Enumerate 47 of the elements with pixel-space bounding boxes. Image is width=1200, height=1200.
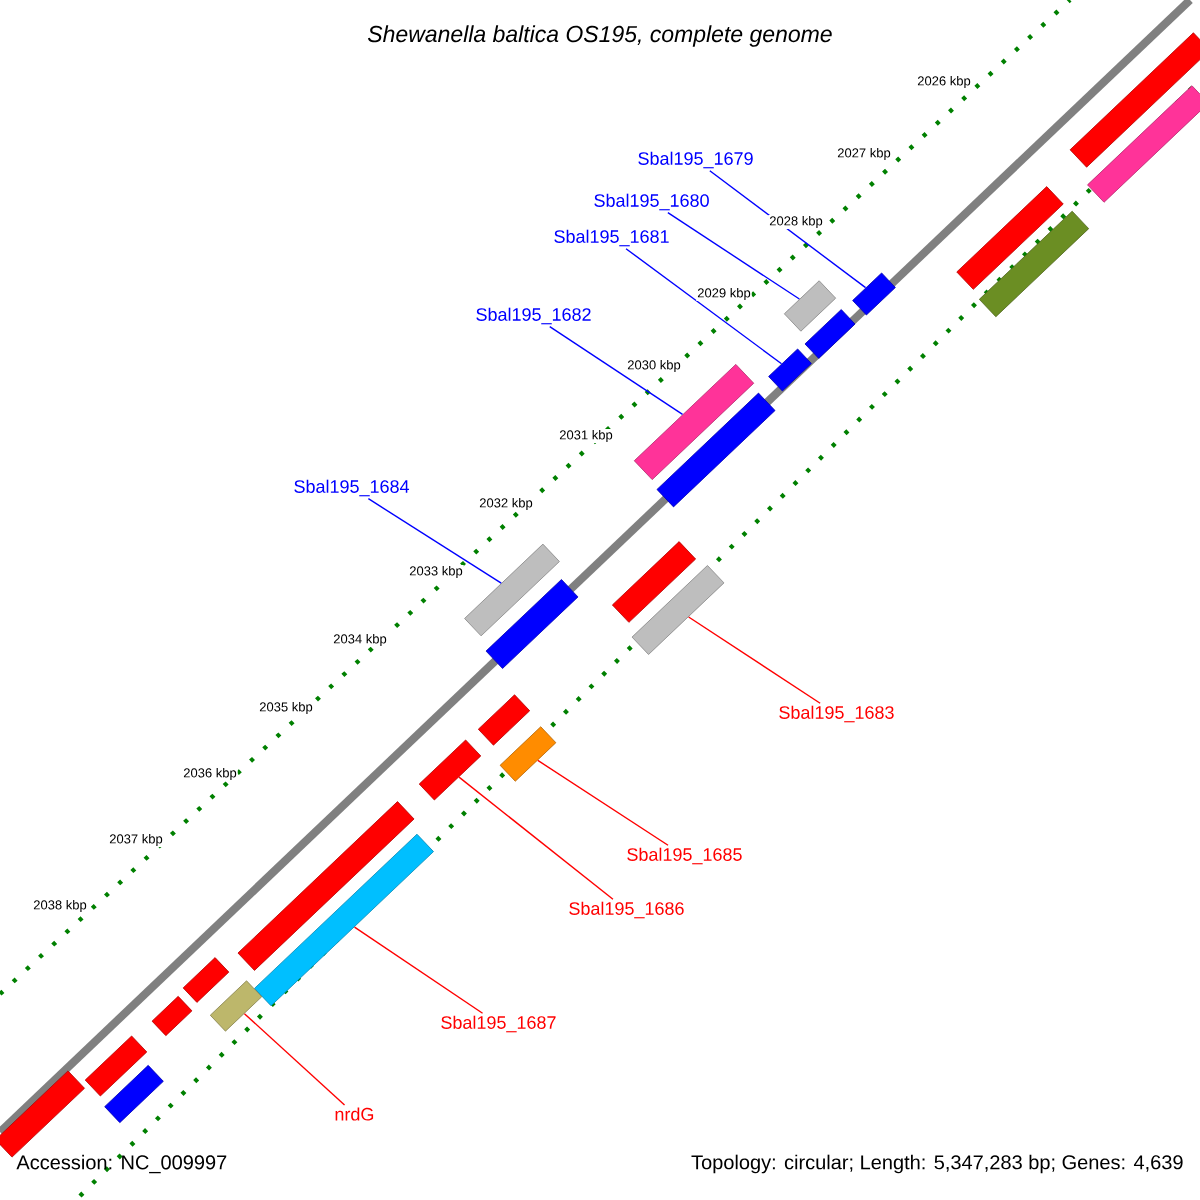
gene-feature: [84, 1035, 148, 1097]
leader-line: [667, 212, 801, 300]
gene-feature: [104, 1064, 164, 1124]
leader-line: [687, 616, 821, 704]
gene-feature: [499, 726, 557, 782]
title: Shewanella baltica OS195, complete genome: [367, 25, 832, 47]
gene-feature: [477, 694, 531, 746]
leader-line: [709, 170, 867, 289]
gene-feature: [237, 801, 415, 971]
gene-label: Sbal195_1682: [476, 307, 591, 325]
gene-feature: [978, 210, 1090, 318]
gene-feature: [612, 541, 697, 623]
genome-info-text: Topology: circular; Length: 5,347,283 bp; Genes: 4,639: [691, 1154, 1183, 1174]
leader-line: [537, 759, 669, 846]
gene-feature: [656, 392, 776, 508]
gene-label: nrdG: [335, 1107, 374, 1121]
gene-feature: [418, 739, 482, 801]
leader-line: [549, 326, 684, 416]
gene-feature: [631, 565, 725, 655]
gene-feature: [485, 579, 579, 669]
gene-label: Sbal195_1679: [638, 151, 753, 169]
leader-line: [243, 1013, 346, 1106]
gene-feature: [464, 543, 560, 637]
gene-feature: [1069, 32, 1200, 168]
gene-feature: [804, 309, 856, 359]
leader-line: [625, 248, 783, 365]
gene-feature: [768, 348, 812, 392]
gene-feature: [783, 280, 837, 332]
gene-feature: [0, 1070, 85, 1158]
gene-feature: [254, 833, 434, 1007]
gene-feature: [956, 186, 1064, 290]
gene-label: Sbal195_1681: [554, 229, 669, 247]
gene-feature: [151, 995, 193, 1037]
leader-line: [367, 498, 502, 584]
gene-feature: [1087, 85, 1200, 203]
gene-label: Sbal195_1680: [594, 193, 709, 211]
gene-label: Sbal195_1686: [569, 901, 684, 919]
leader-line: [353, 926, 484, 1014]
gene-feature: [209, 980, 263, 1032]
gene-label: Sbal195_1683: [779, 705, 894, 723]
gene-label: Sbal195_1687: [441, 1015, 556, 1033]
gene-feature: [852, 272, 896, 316]
leader-line: [458, 776, 614, 900]
accession-text: Accession: NC_009997: [16, 1154, 227, 1174]
gene-feature: [182, 957, 230, 1003]
gene-label: Sbal195_1685: [627, 847, 742, 865]
gene-label: Sbal195_1684: [294, 479, 410, 497]
